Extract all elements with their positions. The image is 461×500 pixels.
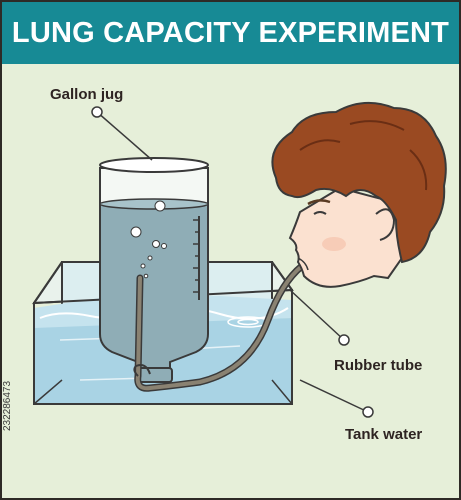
image-id-text: 232286473 [2,380,13,432]
ear [375,208,396,241]
jug-water-level [99,198,209,210]
jug-water [99,203,209,373]
tank-water-leader [299,379,369,413]
label-tank-water: Tank water [345,426,423,443]
tank-water-marker [362,406,374,418]
label-gallon-jug: Gallon jug [50,86,124,103]
jug-bottom [99,157,209,173]
label-rubber-tube: Rubber tube [334,357,423,374]
callouts [91,106,374,418]
boy-head [271,101,447,288]
gallon-jug [99,157,209,383]
eyebrow [307,199,331,206]
rubber-tube-marker [338,334,350,346]
air-bubbles [130,200,167,279]
title-banner: LUNG CAPACITY EXPERIMENT [2,2,459,64]
rubber-tube-leader [289,289,345,341]
diagram-title: LUNG CAPACITY EXPERIMENT [11,16,450,49]
rubber-tube [133,262,306,392]
gallon-jug-marker [91,106,103,118]
gallon-jug-leader [96,111,153,161]
eye [313,211,327,215]
